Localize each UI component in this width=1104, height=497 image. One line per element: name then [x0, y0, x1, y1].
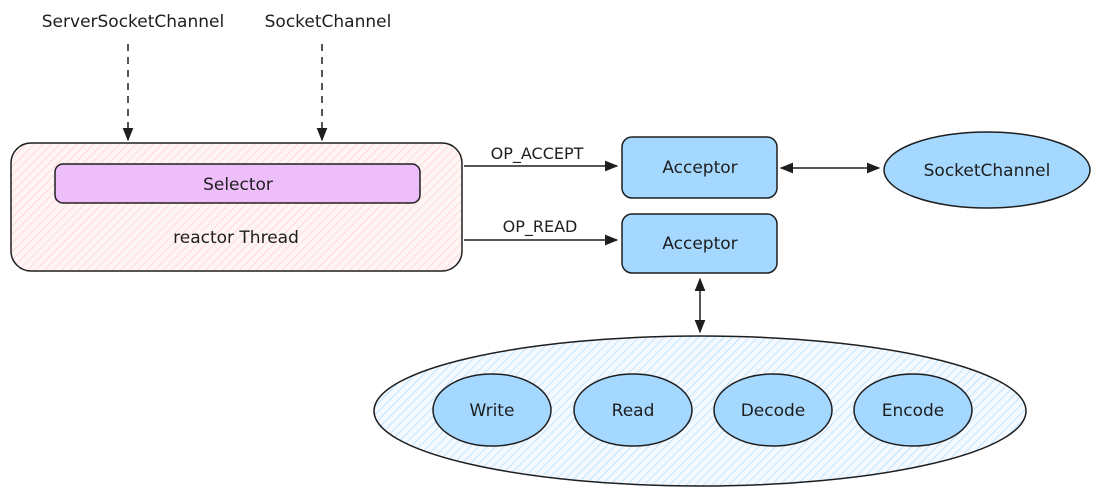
- handler-read-label: Read: [612, 401, 655, 421]
- pipeline-handler: Decode: [713, 373, 833, 447]
- handler-encode-label: Encode: [882, 401, 945, 421]
- socket-channel-top-label: SocketChannel: [265, 12, 392, 32]
- socket-channel-node: [883, 131, 1091, 209]
- handler-encode-shape: [853, 373, 973, 447]
- pipeline-container: [373, 335, 1027, 487]
- op-accept-label: OP_ACCEPT: [491, 144, 584, 164]
- acceptor-top-box: [621, 136, 778, 199]
- handler-read-shape: [573, 373, 693, 447]
- handler-decode-shape: [713, 373, 833, 447]
- acceptor-bottom-label: Acceptor: [662, 234, 737, 254]
- selector-box: [54, 163, 421, 204]
- selector-label: Selector: [203, 175, 273, 195]
- op-read-label: OP_READ: [503, 217, 578, 237]
- handler-write-shape: [432, 373, 552, 447]
- pipeline-handler: Encode: [853, 373, 973, 447]
- reactor-thread-label: reactor Thread: [173, 228, 299, 248]
- acceptor-bottom-box: [621, 213, 778, 274]
- pipeline-handler: Write: [432, 373, 552, 447]
- handler-write-label: Write: [470, 401, 515, 421]
- handler-decode-label: Decode: [741, 401, 806, 421]
- pipeline-handler: Read: [573, 373, 693, 447]
- acceptor-top-label: Acceptor: [662, 158, 737, 178]
- socket-channel-node-label: SocketChannel: [924, 161, 1051, 181]
- server-socket-channel-label: ServerSocketChannel: [42, 12, 224, 32]
- reactor-thread-box: [10, 142, 463, 272]
